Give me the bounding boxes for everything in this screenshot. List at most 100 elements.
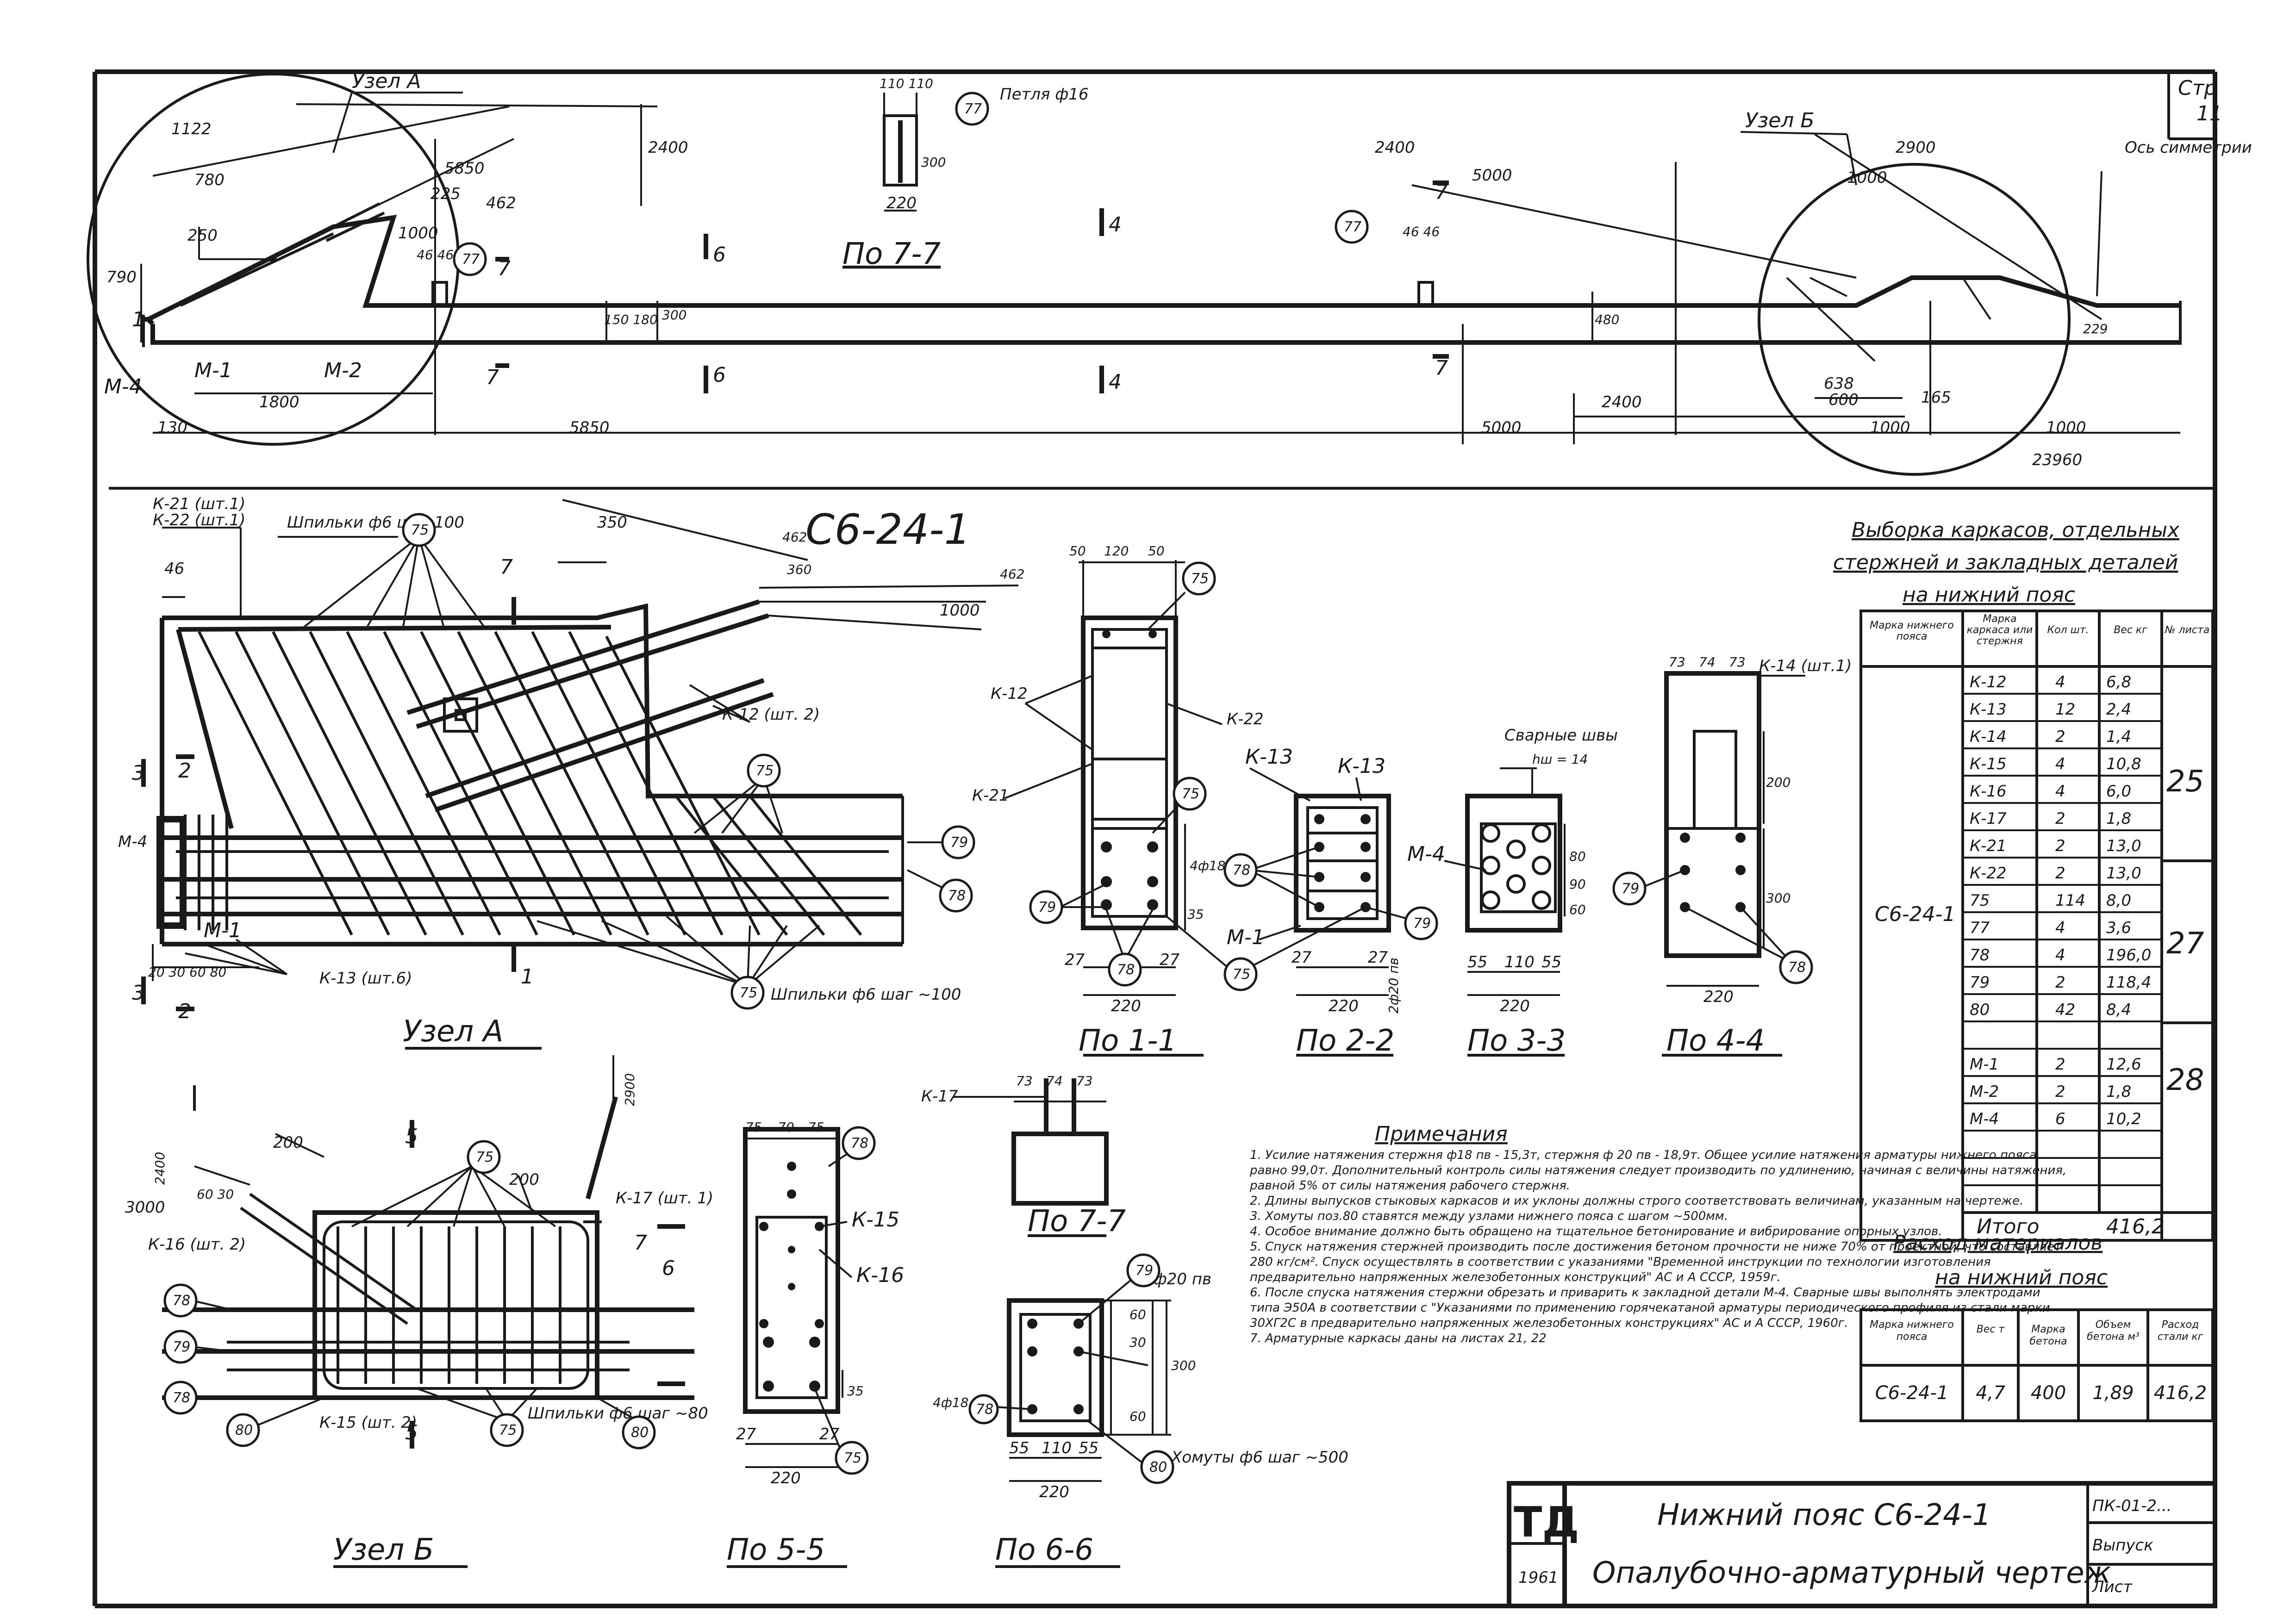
- dim-2400-mid: 2400: [1375, 138, 1415, 157]
- sec66-bubble-79: [1126, 1253, 1160, 1288]
- node-b-dim-2900: 2900: [622, 1073, 637, 1106]
- sec66-dim-220: 220: [1039, 1483, 1069, 1501]
- table2-cell-belt: С6-24-1: [1875, 1382, 1949, 1404]
- page-number: 11: [2196, 102, 2222, 125]
- sec66-dim-55-a: 55: [1009, 1439, 1029, 1457]
- table2-cell-weight: 4,7: [1976, 1382, 2005, 1404]
- table1-cell: 1,4: [2106, 728, 2131, 746]
- table1-cell: 4: [2055, 919, 2065, 937]
- sec66-dim-60-b: 60: [1129, 1409, 1146, 1424]
- stamp-year: 1961: [1518, 1568, 1559, 1587]
- belt-mark-title: С6-24-1: [805, 505, 971, 554]
- table1-cell: 1,8: [2106, 809, 2131, 828]
- table1-cell: 79: [1970, 973, 1990, 992]
- node-b-title: Узел Б: [333, 1533, 434, 1567]
- dim-1000-d: 1000: [2046, 418, 2086, 437]
- sec55-bubble-75: [835, 1441, 869, 1475]
- sec33-dim-110: 110: [1504, 953, 1535, 971]
- node-b-bubble-75-top-label: 75: [476, 1149, 493, 1165]
- elev-bubble-77-b: [955, 92, 989, 126]
- sec55-k16: К-16: [856, 1263, 904, 1287]
- elev-node-a-label: Узел А: [352, 69, 421, 93]
- node-a-sec2-top: 2: [178, 759, 191, 783]
- table1-sheet-27: 27: [2166, 927, 2204, 961]
- dim-1000-c: 1000: [1870, 418, 1910, 437]
- sec22-bubble-78: [1223, 853, 1258, 887]
- sec22-dim-27-a: 27: [1292, 948, 1312, 967]
- table1-header-belt: Марка нижнего пояса: [1870, 620, 1954, 642]
- dim-5850-top: 5850: [444, 159, 485, 178]
- elev-sec7-c: 7: [1435, 180, 1448, 204]
- sec11-title: По 1-1: [1079, 1024, 1177, 1058]
- node-a-m1: М-1: [204, 919, 242, 942]
- dim-600: 600: [1828, 391, 1859, 409]
- table1-cell: 118,4: [2106, 973, 2151, 992]
- elev-sec4-bottom: 4: [1109, 370, 1122, 394]
- table1-cell: К-17: [1970, 809, 2007, 828]
- sec22-m1: М-1: [1227, 926, 1265, 949]
- section-5-5: [727, 1127, 853, 1568]
- sec11-bubble-75-top: [1182, 561, 1216, 596]
- table1-cell: К-21: [1970, 837, 2007, 855]
- elev-bubble-77-b-label: 77: [964, 101, 982, 117]
- sec22-k13-a: К-13: [1245, 745, 1293, 769]
- dim-2400-bottom: 2400: [1602, 393, 1642, 411]
- table1-cell: 78: [1970, 946, 1990, 964]
- table1-cell: 8,4: [2106, 1001, 2131, 1019]
- node-b-sec5-top: 5: [405, 1125, 418, 1148]
- node-a-dim-462-a: 462: [782, 529, 807, 545]
- sec22-dim-2f20: 2ф20 пв: [1386, 958, 1401, 1014]
- sec22-k13-b: К-13: [1338, 754, 1385, 778]
- table1-header-frame: Марка каркаса или стержня: [1966, 613, 2033, 647]
- sec44-bubble-79-label: 79: [1622, 881, 1639, 897]
- node-a-pins-bottom: Шпильки ф6 шаг ~100: [771, 985, 961, 1004]
- node-a-sec3-top: 3: [132, 761, 145, 785]
- table1-cell: 12: [2055, 700, 2075, 719]
- table1-cell: 8,0: [2106, 891, 2131, 910]
- node-a-dim-bottom: 20 30 60 80: [148, 964, 226, 980]
- node-b-bubble-80-a-label: 80: [235, 1422, 253, 1438]
- dim-5850-bottom: 5850: [569, 418, 610, 437]
- dim-165: 165: [1921, 388, 1951, 407]
- dim-2900: 2900: [1896, 138, 1936, 157]
- sec11-k22: К-22: [1227, 710, 1264, 728]
- table1-cell: 10,8: [2106, 755, 2141, 773]
- sec66-dim-30: 30: [1129, 1335, 1146, 1350]
- sec66-dim-110: 110: [1042, 1439, 1072, 1457]
- stamp-letters: ТД: [1514, 1498, 1579, 1547]
- table1-header-weight: Вес кг: [2114, 624, 2147, 636]
- node-b-pins: Шпильки ф6 шаг ~80: [528, 1404, 708, 1423]
- elev-sec7-b: 7: [486, 366, 499, 389]
- table1-cell: 2: [2055, 837, 2065, 855]
- sec66-bubble-80-label: 80: [1149, 1459, 1167, 1475]
- dim-300: 300: [662, 307, 686, 323]
- axis-symmetry-label: Ось симметрии: [2125, 138, 2252, 157]
- sec22-dim-27-b: 27: [1368, 948, 1388, 967]
- table1-cell: 2: [2055, 728, 2065, 746]
- table1-cell: 75: [1970, 891, 1990, 910]
- sec44-title: По 4-4: [1666, 1024, 1765, 1058]
- elev-bubble-77-c-label: 77: [1344, 219, 1361, 235]
- node-a-k21: К-21 (шт.1): [153, 495, 245, 513]
- table1-title-1: Выборка каркасов, отдельных: [1852, 518, 2180, 542]
- node-a-bubble-75-top-label: 75: [411, 522, 429, 538]
- dim-1800: 1800: [259, 393, 299, 411]
- node-b-bubble-75-top: [467, 1140, 501, 1174]
- table1-cell: 3,6: [2106, 919, 2131, 937]
- sec11-bubble-75-top-label: 75: [1191, 571, 1209, 587]
- sec66-dim-300: 300: [1171, 1358, 1196, 1373]
- section-7-7-lower: [954, 1078, 1109, 1237]
- table1-cell: 2: [2055, 1083, 2065, 1101]
- sec11-bubble-78: [1108, 952, 1142, 987]
- elev-sec4-top: 4: [1109, 213, 1122, 236]
- sec44-dim-74: 74: [1699, 654, 1716, 670]
- table1-cell: 2: [2055, 864, 2065, 883]
- node-a-k22: К-22 (шт.1): [153, 511, 245, 529]
- dim-638: 638: [1824, 374, 1854, 393]
- sec55-k15: К-15: [852, 1208, 899, 1232]
- node-a-dim-46: 46: [164, 560, 184, 578]
- dim-462: 462: [486, 194, 516, 212]
- node-a-dim-350: 350: [597, 513, 627, 532]
- node-b-bubble-78-a-label: 78: [173, 1293, 190, 1309]
